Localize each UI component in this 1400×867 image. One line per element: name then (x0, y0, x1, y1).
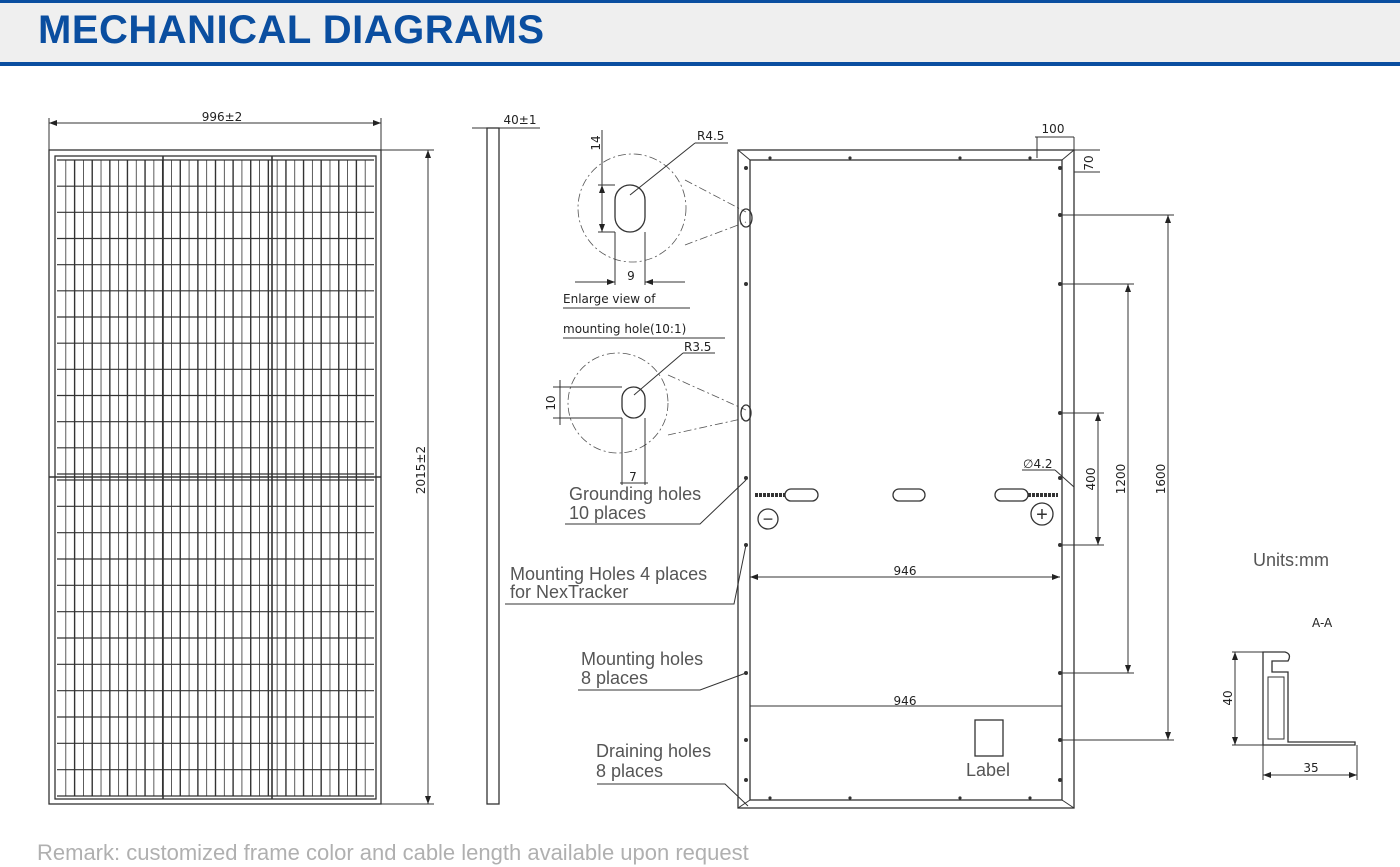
callout-mounting-2: 8 places (581, 668, 648, 688)
thickness-dimension: 40±1 (504, 113, 537, 127)
drain-hole (768, 156, 772, 160)
callout-nextracker-2: for NexTracker (510, 582, 628, 602)
hole-diameter: ∅4.2 (1023, 457, 1053, 471)
junction-box-negative: − (755, 488, 819, 530)
enlarge-caption-2: mounting hole(10:1) (563, 322, 686, 336)
hole (1058, 738, 1062, 742)
drain-hole (1028, 796, 1032, 800)
dim-100: 100 (1042, 122, 1065, 136)
hole (1058, 213, 1062, 217)
label-text: Label (966, 760, 1010, 780)
drain-hole (1028, 156, 1032, 160)
drain-hole (848, 796, 852, 800)
section-a-a: A-A 40 35 (1221, 616, 1358, 780)
header-top-line (0, 0, 1400, 3)
width-dimension: 996±2 (202, 110, 243, 124)
section-width: 35 (1303, 761, 1318, 775)
drain-hole (958, 796, 962, 800)
drain-hole (958, 156, 962, 160)
plus-icon: + (1036, 504, 1048, 526)
remark-text: Remark: customized frame color and cable… (37, 840, 749, 865)
hole (744, 476, 748, 480)
hole2-radius: R3.5 (684, 340, 711, 354)
hole1-radius: R4.5 (697, 129, 724, 143)
hole1-width: 9 (627, 269, 635, 283)
dim-1600: 1600 (1154, 464, 1168, 495)
drain-hole (848, 156, 852, 160)
hole (1058, 671, 1062, 675)
back-view: − + 946 946 100 70 ∅4.2 400 12 (737, 122, 1174, 809)
minus-icon: − (763, 509, 774, 529)
callout-draining-2: 8 places (596, 761, 663, 781)
dim-400: 400 (1084, 468, 1098, 491)
cell-grid (49, 156, 381, 799)
enlarge-view-hole-1: 14 9 R4.5 Enlarge view of mounting hole(… (563, 129, 747, 339)
callout-grounding-2: 10 places (569, 503, 646, 523)
side-view: 40±1 (472, 113, 540, 805)
units-label: Units:mm (1253, 550, 1329, 570)
dim-70: 70 (1082, 155, 1096, 170)
enlarge-view-hole-2: 10 7 R3.5 (544, 340, 747, 485)
label-box (974, 719, 1004, 757)
dim-1200: 1200 (1114, 464, 1128, 495)
section-title: A-A (1312, 616, 1333, 630)
height-dimension: 2015±2 (414, 446, 428, 494)
callout-nextracker-1: Mounting Holes 4 places (510, 564, 707, 584)
hole (1058, 476, 1062, 480)
hole (744, 738, 748, 742)
hole (744, 166, 748, 170)
hole (744, 778, 748, 782)
mounting-holes (744, 156, 1062, 800)
dim-946-lower: 946 (894, 694, 917, 708)
hole2-width: 7 (629, 470, 637, 484)
header-band (0, 3, 1400, 62)
header-bottom-line (0, 62, 1400, 66)
junction-box-positive: + (994, 488, 1058, 526)
hole (1058, 166, 1062, 170)
hole (1058, 543, 1062, 547)
callout-grounding-1: Grounding holes (569, 484, 701, 504)
drain-hole (768, 796, 772, 800)
hole (1058, 778, 1062, 782)
callouts: Grounding holes 10 places Mounting Holes… (505, 479, 749, 807)
section-height: 40 (1221, 690, 1235, 705)
callout-draining-1: Draining holes (596, 741, 711, 761)
page-title: MECHANICAL DIAGRAMS (38, 8, 545, 52)
junction-box-middle (892, 488, 926, 502)
callout-mounting-1: Mounting holes (581, 649, 703, 669)
dim-946-upper: 946 (894, 564, 917, 578)
enlarge-caption-1: Enlarge view of (563, 292, 656, 306)
hole2-height: 10 (544, 395, 558, 410)
front-view: 996±2 2015±2 (48, 110, 434, 805)
hole (1058, 282, 1062, 286)
hole (744, 282, 748, 286)
hole1-height: 14 (589, 135, 603, 150)
hole (1058, 411, 1062, 415)
